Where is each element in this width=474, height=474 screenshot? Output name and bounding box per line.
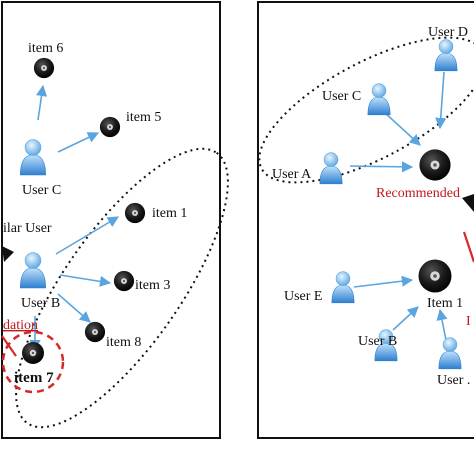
arrow-userd-item [435,71,447,130]
arrow-userb-item8 [57,293,91,323]
item7-disc-icon [22,342,44,364]
arrow-usere-item1 [353,275,414,288]
userc-avatar-icon [20,139,46,176]
recommendation-line [1,335,17,357]
right-arrows [349,71,448,341]
left-panel: item 6 item 5 User C item 1 ilar User it… [1,1,229,439]
left-panel-frame [1,1,221,439]
item8-disc-icon [84,321,106,343]
usere-label: User E [284,289,323,304]
userc-label-right: User C [322,89,361,104]
usere-avatar-icon [331,271,355,304]
item3-label: item 3 [135,278,170,293]
recommended-item-disc-icon [419,149,451,181]
recommended-label: Recommended [376,186,460,201]
right-panel-frame [257,1,474,439]
recommendation-line-right [462,231,474,263]
userd-avatar-icon [434,39,458,72]
userc-avatar-icon-right [367,83,391,116]
item5-disc-icon [99,116,121,138]
userlast-avatar-icon [438,337,462,370]
recommended-item-circle [1,330,65,394]
left-arrows [29,84,119,352]
item7-label: item 7 [14,370,54,386]
item8-label: item 8 [106,335,141,350]
item3-disc-icon [113,270,135,292]
userd-label: User D [428,25,468,40]
arrow-userb-item3 [59,274,112,287]
item6-disc-icon [33,57,55,79]
arrow-usera-item [349,161,414,173]
arrow-userb-item1 [55,216,119,255]
userc-label: User C [22,183,61,198]
usera-avatar-icon [319,152,343,185]
right-panel: User D User C User A Recommended User E … [257,1,474,439]
red-fragment-label: I [466,314,471,329]
similar-user-label: ilar User [3,221,52,236]
similar-user-pointer [2,246,14,262]
item1-disc-icon [124,202,146,224]
item5-label: item 5 [126,110,161,125]
item1-label: item 1 [152,206,187,221]
item6-label: item 6 [28,41,63,56]
arrow-userlast-item1 [436,308,448,341]
arrow-userc-item [383,111,421,146]
userlast-label: User . [437,373,470,388]
userb-avatar-icon [20,252,46,289]
userb-label-right: User B [358,334,397,349]
similar-users-ellipse [258,36,474,184]
recommended-pointer [462,194,474,212]
recommendation-label: dation [3,318,38,333]
item1-disc-icon-right [418,259,452,293]
arrow-userb-item1 [392,306,419,331]
arrow-userc-item5 [57,132,100,153]
usera-label: User A [272,167,312,182]
userb-label: User B [21,296,60,311]
arrow-userc-item6 [35,84,48,121]
similar-items-ellipse [15,147,229,429]
item1-label-right: Item 1 [427,296,463,311]
